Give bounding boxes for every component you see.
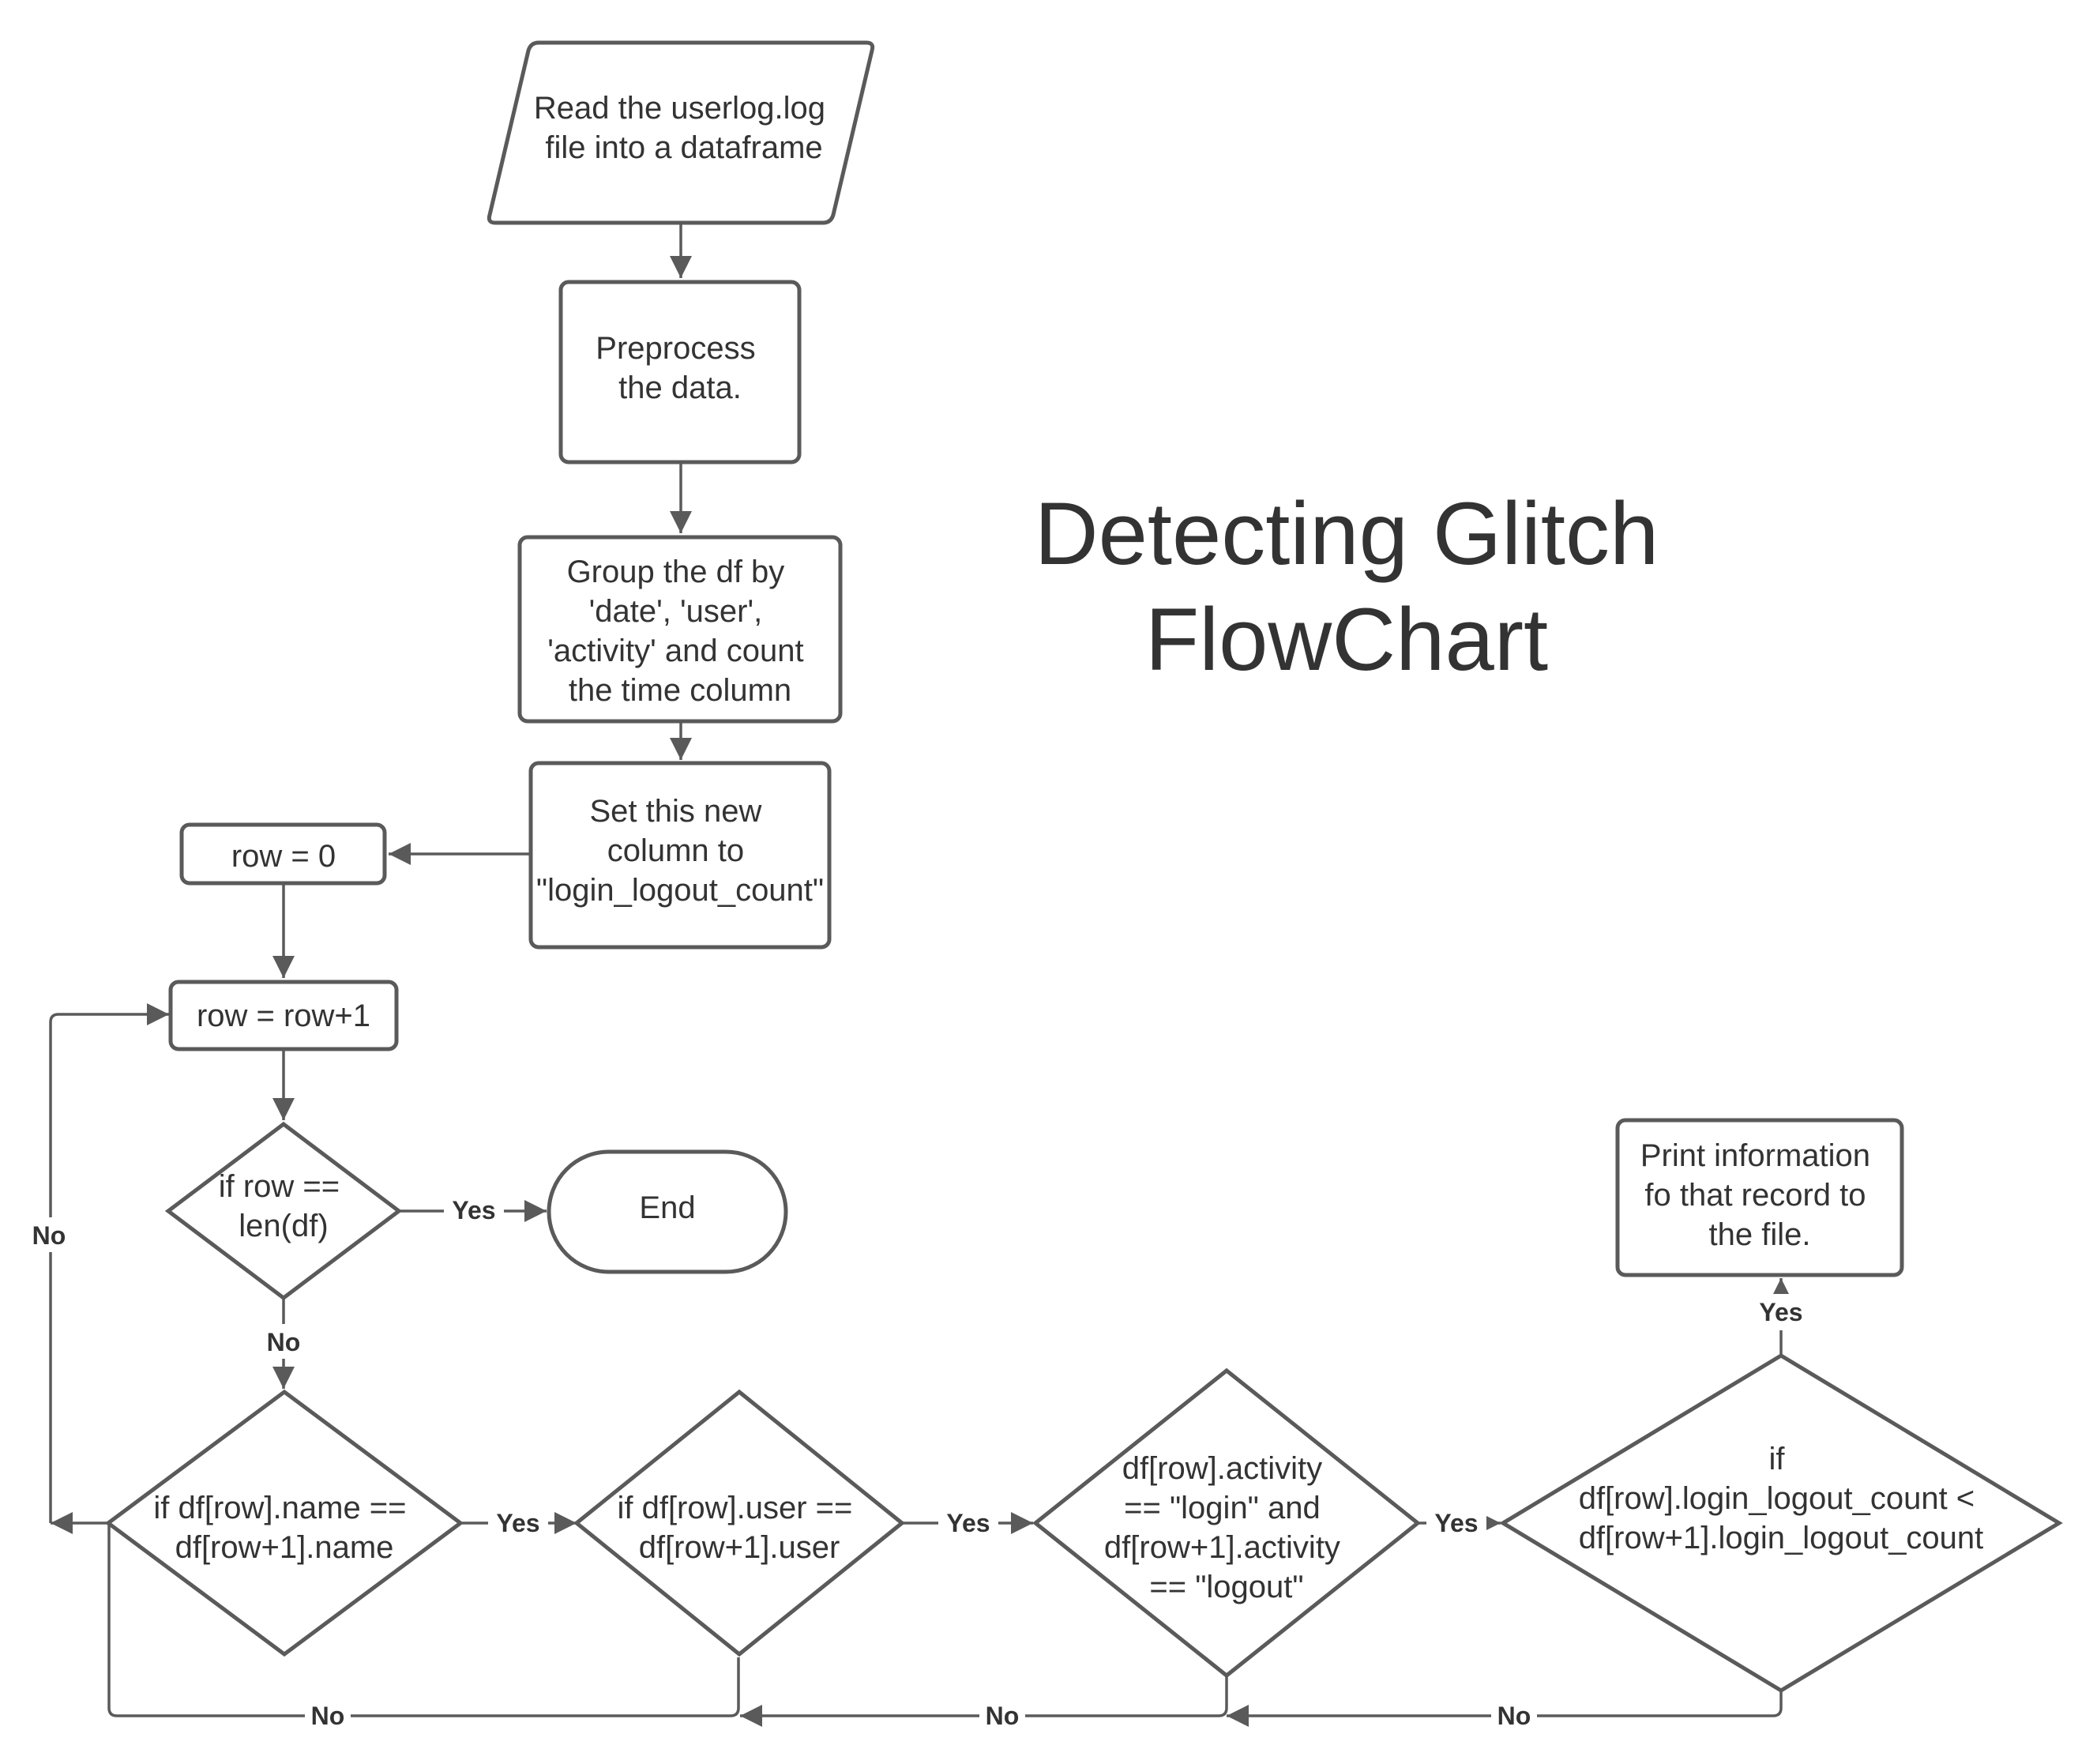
- node-row-zero: row = 0: [179, 822, 387, 886]
- label-activity-yes: Yes: [1434, 1509, 1478, 1537]
- decision-shape: [104, 1389, 464, 1657]
- edge-loop-back: [49, 1003, 169, 1523]
- node-preprocess: Preprocess the data.: [558, 280, 802, 465]
- node-text: Read the userlog.log file into a datafra…: [534, 91, 834, 165]
- decision-shape: [573, 1389, 905, 1657]
- decision-shape: [164, 1121, 403, 1301]
- label-bottom-no-1: No: [311, 1702, 345, 1730]
- diagram-title: Detecting Glitch FlowChart: [1035, 484, 1659, 689]
- title-line-2: FlowChart: [1145, 590, 1548, 689]
- label-user-yes: Yes: [946, 1509, 990, 1537]
- process-shape: [179, 822, 387, 886]
- node-text: if df[row].name == df[row+1].name: [153, 1491, 415, 1565]
- node-text: Print information fo that record to the …: [1640, 1138, 1879, 1252]
- edge-count-no: [1227, 1691, 1783, 1727]
- node-set-column: Set this new column to "login_logout_cou…: [528, 761, 832, 950]
- edge-labels: Yes No Yes Yes Yes Yes No No No No: [28, 1192, 1815, 1732]
- node-text: row = 0: [231, 839, 336, 874]
- edges: [49, 223, 1792, 1727]
- node-text: df[row].activity == "login" and df[row+1…: [1104, 1451, 1349, 1604]
- label-name-yes: Yes: [496, 1509, 539, 1537]
- decision-shape: [1031, 1367, 1422, 1679]
- node-text: Group the df by 'date', 'user', 'activit…: [547, 555, 812, 708]
- edge-activity-no: [740, 1676, 1228, 1727]
- terminator-shape: [547, 1149, 788, 1274]
- node-check-user: if df[row].user == df[row+1].user: [573, 1389, 905, 1657]
- parallelogram-shape: [487, 40, 875, 225]
- node-text: if df[row].user == df[row+1].user: [617, 1491, 861, 1565]
- process-shape: [528, 761, 832, 950]
- label-end-yes: Yes: [452, 1196, 495, 1224]
- node-check-activity: df[row].activity == "login" and df[row+1…: [1031, 1367, 1422, 1679]
- process-shape: [1615, 1118, 1904, 1277]
- label-end-no: No: [267, 1328, 301, 1356]
- node-group-df: Group the df by 'date', 'user', 'activit…: [517, 535, 843, 724]
- edge-user-no: [107, 1523, 740, 1717]
- process-shape: [517, 535, 843, 724]
- node-row-increment: row = row+1: [168, 980, 399, 1051]
- label-count-yes: Yes: [1759, 1298, 1802, 1326]
- node-text: if df[row].login_logout_count < df[row+1…: [1579, 1442, 1984, 1555]
- label-bottom-no-2: No: [986, 1702, 1020, 1730]
- label-bottom-no-3: No: [1497, 1702, 1531, 1730]
- process-shape: [558, 280, 802, 465]
- node-text: Set this new column to "login_logout_cou…: [536, 794, 824, 908]
- node-check-count: if df[row].login_logout_count < df[row+1…: [1499, 1353, 2063, 1693]
- node-text: if row == len(df): [219, 1169, 349, 1243]
- node-text: End: [639, 1190, 695, 1225]
- decision-shape: [1499, 1353, 2063, 1693]
- title-line-1: Detecting Glitch: [1035, 484, 1659, 583]
- label-loop-no: No: [32, 1221, 66, 1250]
- node-read-file: Read the userlog.log file into a datafra…: [487, 40, 875, 225]
- node-end: End: [547, 1149, 788, 1274]
- node-print-info: Print information fo that record to the …: [1615, 1118, 1904, 1277]
- node-text: Preprocess the data.: [596, 331, 764, 405]
- process-shape: [168, 980, 399, 1051]
- node-check-end: if row == len(df): [164, 1121, 403, 1301]
- node-check-name: if df[row].name == df[row+1].name: [104, 1389, 464, 1657]
- node-text: row = row+1: [197, 999, 370, 1033]
